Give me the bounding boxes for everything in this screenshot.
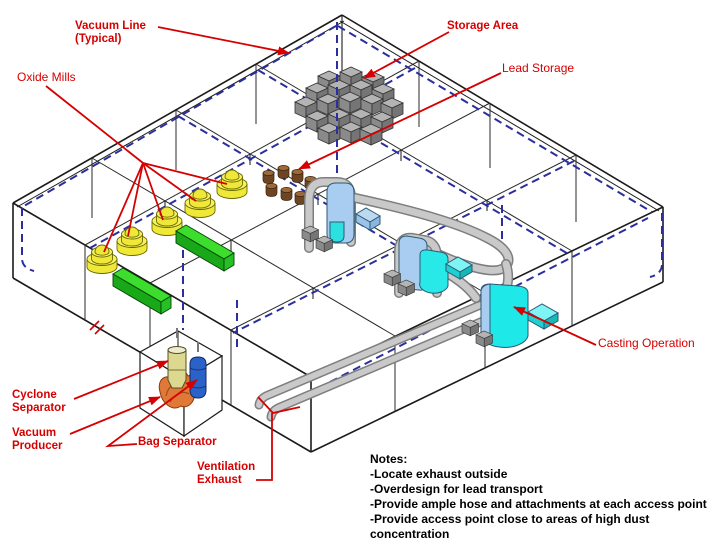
label-cyclone-2: Separator (12, 402, 66, 414)
casting-operation-leader (513, 306, 597, 346)
label-storage-area: Storage Area (447, 20, 519, 32)
label-vacuum-line: Vacuum Line (Typical) (75, 20, 146, 46)
conveyors (112, 224, 235, 315)
label-ventilation-exhaust: Ventilation Exhaust (197, 461, 255, 487)
leader-lines (45, 26, 597, 481)
vacuum-line-leader (157, 26, 290, 56)
note-item: -Overdesign for lead transport (370, 482, 543, 496)
notes-block: Notes: -Locate exhaust outside -Overdesi… (370, 452, 707, 542)
notes-title: Notes: (370, 452, 408, 466)
label-cyclone-1: Cyclone (12, 389, 57, 401)
vacuum-producer-leader (69, 396, 161, 435)
note-item: -Locate exhaust outside (370, 467, 508, 481)
cyclone-separator-leader (73, 360, 169, 400)
label-ventilation-1: Ventilation (197, 461, 256, 473)
label-casting-operation: Casting Operation (598, 336, 695, 350)
label-oxide-mills: Oxide Mills (17, 70, 76, 84)
bag-separator-leader (104, 379, 198, 448)
lead-storage-leader (298, 72, 502, 170)
label-ventilation-2: Exhaust (197, 474, 242, 486)
label-bag-separator: Bag Separator (138, 436, 217, 448)
exhaust-ducts (254, 291, 514, 422)
cyclone-separator-unit (167, 346, 187, 389)
label-cyclone-separator: Cyclone Separator (12, 389, 66, 415)
separator-room (138, 328, 224, 438)
label-vacuum-line-2: (Typical) (75, 33, 122, 45)
storage-area-leader (363, 31, 450, 79)
note-item: -Provide ample hose and attachments at e… (370, 497, 707, 511)
wall-break-ticks (89, 320, 105, 335)
label-vacuum-line-1: Vacuum Line (75, 20, 146, 32)
label-vacuum-producer: Vacuum Producer (12, 427, 63, 453)
note-item: -Provide access point close to areas of … (370, 512, 650, 541)
bag-separator-unit (189, 356, 207, 399)
vacuum-line-dashed (21, 25, 663, 383)
label-vacuum-producer-1: Vacuum (12, 427, 57, 439)
label-vacuum-producer-2: Producer (12, 440, 63, 452)
label-lead-storage: Lead Storage (502, 61, 575, 75)
oxide-mills-leader (45, 85, 228, 253)
ventilation-exhaust-leader (256, 396, 301, 481)
